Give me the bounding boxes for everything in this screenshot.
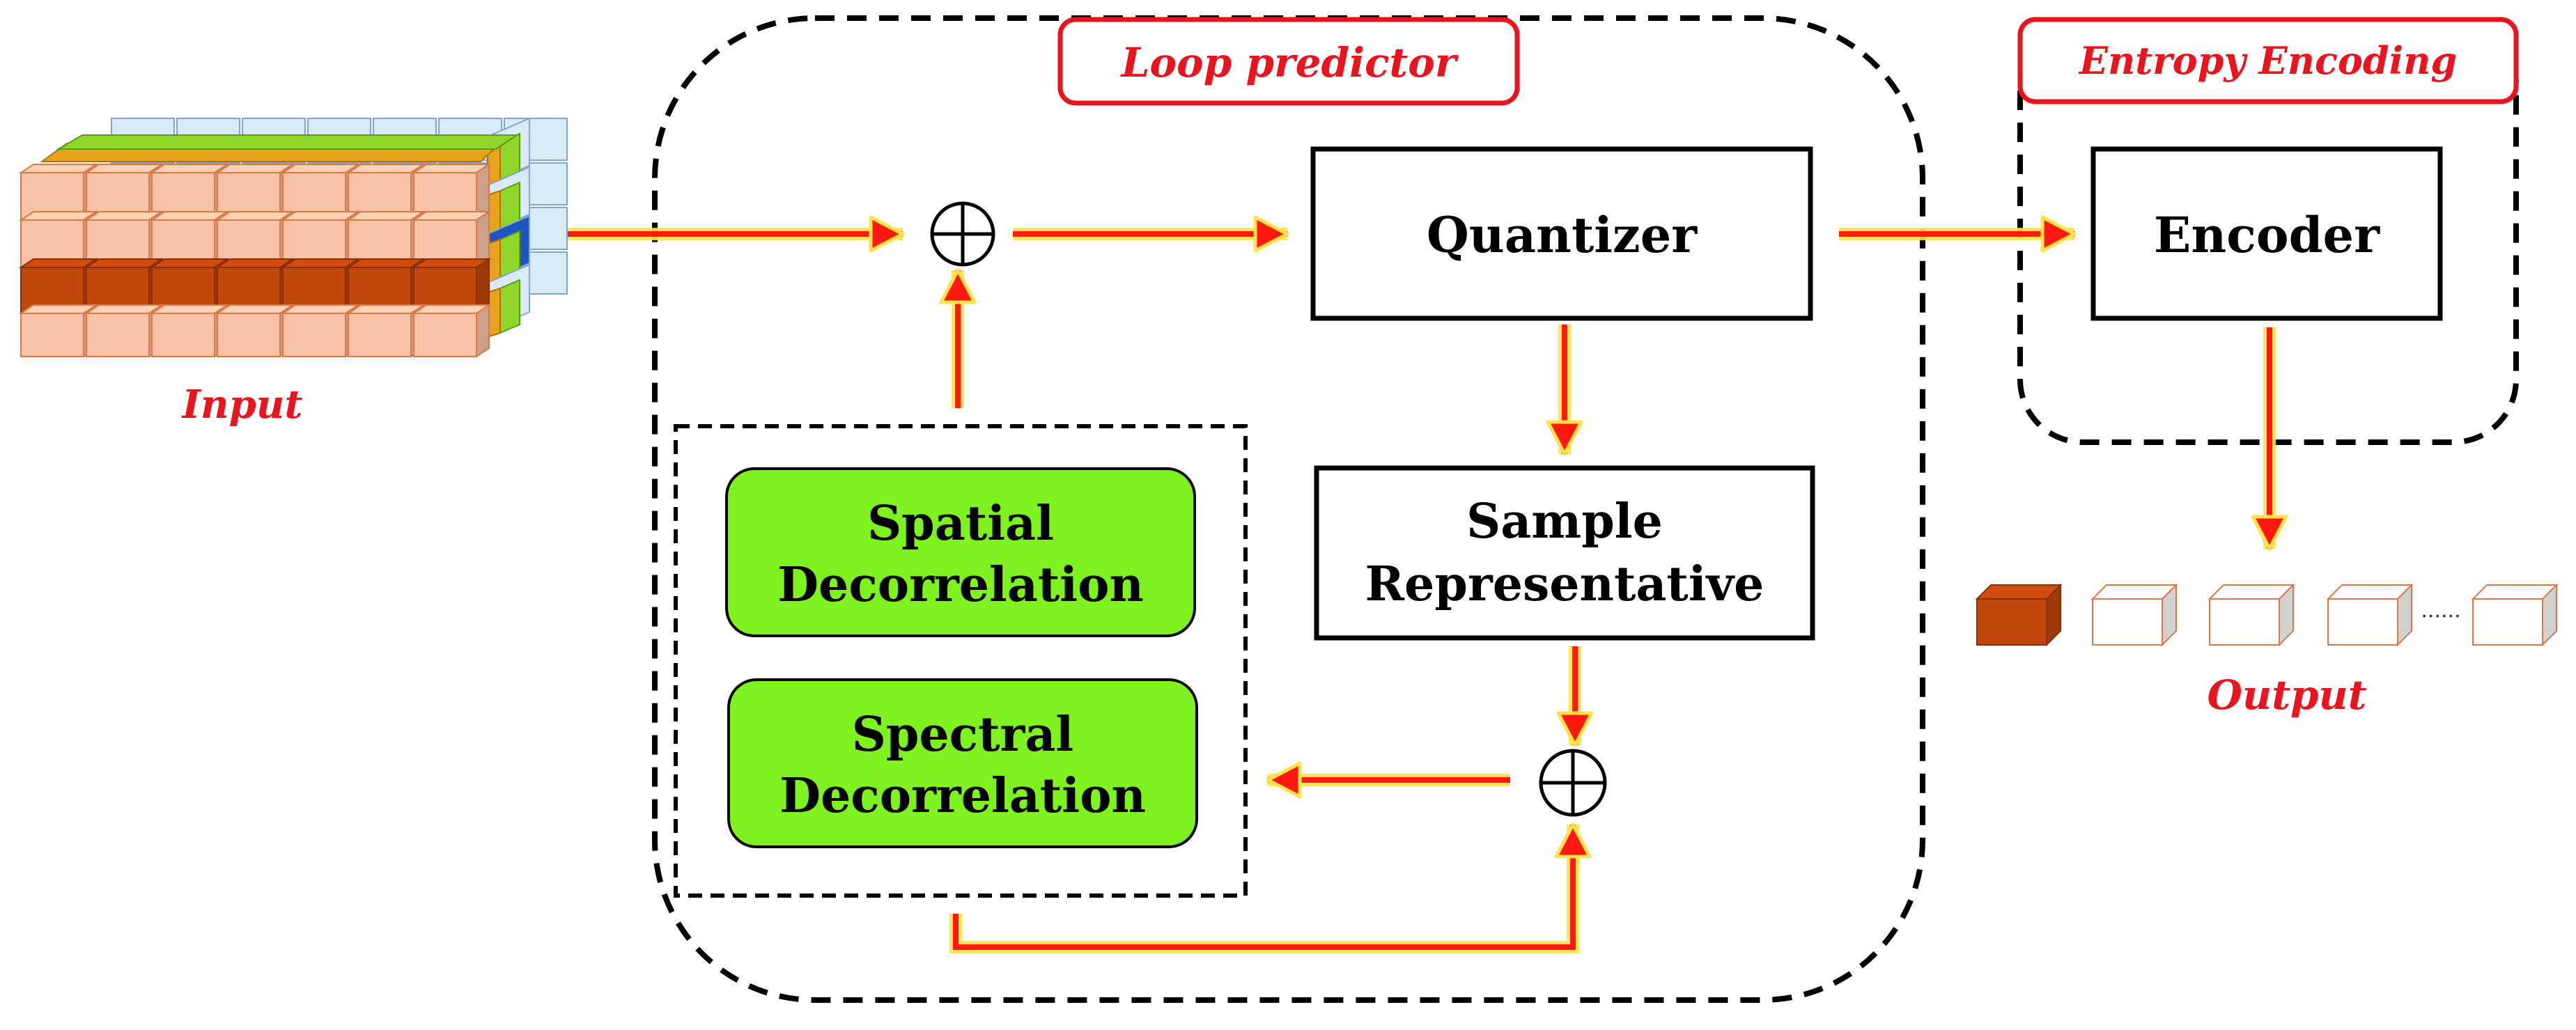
input-side-band-green [499,279,520,334]
input-front-cell [411,210,492,267]
input-front-cell [411,258,492,313]
entropy-encoding-tag [2017,17,2519,104]
input-front-cell [346,210,426,267]
quantizer-label: Quantizer [1427,206,1698,264]
input-front-cell [215,163,295,220]
input-front-cell [84,210,164,267]
output-cube-empty [2208,583,2295,647]
input-front-cell [215,258,295,313]
spectral-decorrelation-label-line2: Decorrelation [779,768,1146,824]
encoder-label: Encoder [2154,206,2380,264]
arrow-adder-to-decorrelation [1266,761,1510,799]
input-front-cell [346,258,426,313]
input-front-cell [84,258,164,313]
output-cube-empty [2471,583,2559,647]
input-front-cell [280,163,361,220]
input-front-cell [149,258,230,313]
input-front-cell [84,304,164,358]
arrow-prediction-to-adder [939,268,977,408]
input-front-cell [411,304,492,358]
output-ellipsis: ...... [2421,598,2460,623]
arrow-prediction-feedback [949,822,1592,953]
input-front-cell [346,304,426,358]
input-front-cell [215,210,295,267]
entropy-encoding-label: Entropy Encoding [2078,38,2457,83]
arrow-adder-to-quantizer [1013,215,1289,253]
input-front-cell [149,304,230,358]
input-front-cell [18,304,99,358]
input-data-cube [18,117,568,358]
spectral-decorrelation-label-line1: Spectral [852,707,1073,763]
arrow-quantizer-to-encoder [1839,215,2077,253]
output-cube-empty [2326,583,2414,647]
input-top-band-green [56,134,520,150]
output-cube-empty [2090,583,2178,647]
input-front-cell [346,163,426,220]
arrow-input-to-adder [568,215,905,253]
input-front-cell [280,304,361,358]
spatial-decorrelation-label-line1: Spatial [867,496,1054,552]
output-label: Output [2208,671,2367,719]
input-front-cell [18,210,99,267]
input-front-cell [280,258,361,313]
arrow-quantizer-to-sample [1546,325,1583,456]
decorrelation-group-boundary [674,424,1248,898]
loop-predictor-label: Loop predictor [1120,39,1459,86]
loop-predictor-tag [1057,17,1520,106]
flow-arrows [568,215,2288,953]
spatial-decorrelation-label-line2: Decorrelation [777,557,1144,613]
input-front-cell [149,210,230,267]
input-front-cell [18,258,99,313]
spectral-decorrelation-block [727,678,1198,848]
input-front-cell [149,163,230,220]
arrow-encoder-to-output [2251,327,2288,551]
input-front-cell [18,163,99,220]
input-front-cell [84,163,164,220]
input-front-cell [280,210,361,267]
sample-representative-label-line1: Sample [1466,494,1663,549]
input-front-cell [215,304,295,358]
sample-representative-label-line2: Representative [1365,556,1764,612]
output-bitstream [1975,583,2559,647]
sample-representative-block [1314,465,1815,641]
input-label: Input [181,382,303,428]
quantizer-block [1310,146,1813,321]
encoder-block [2090,146,2443,321]
spatial-decorrelation-block [725,467,1196,637]
input-front-cell [411,163,492,220]
arrow-sample-to-adder [1556,646,1594,747]
output-cube-filled [1975,583,2063,647]
